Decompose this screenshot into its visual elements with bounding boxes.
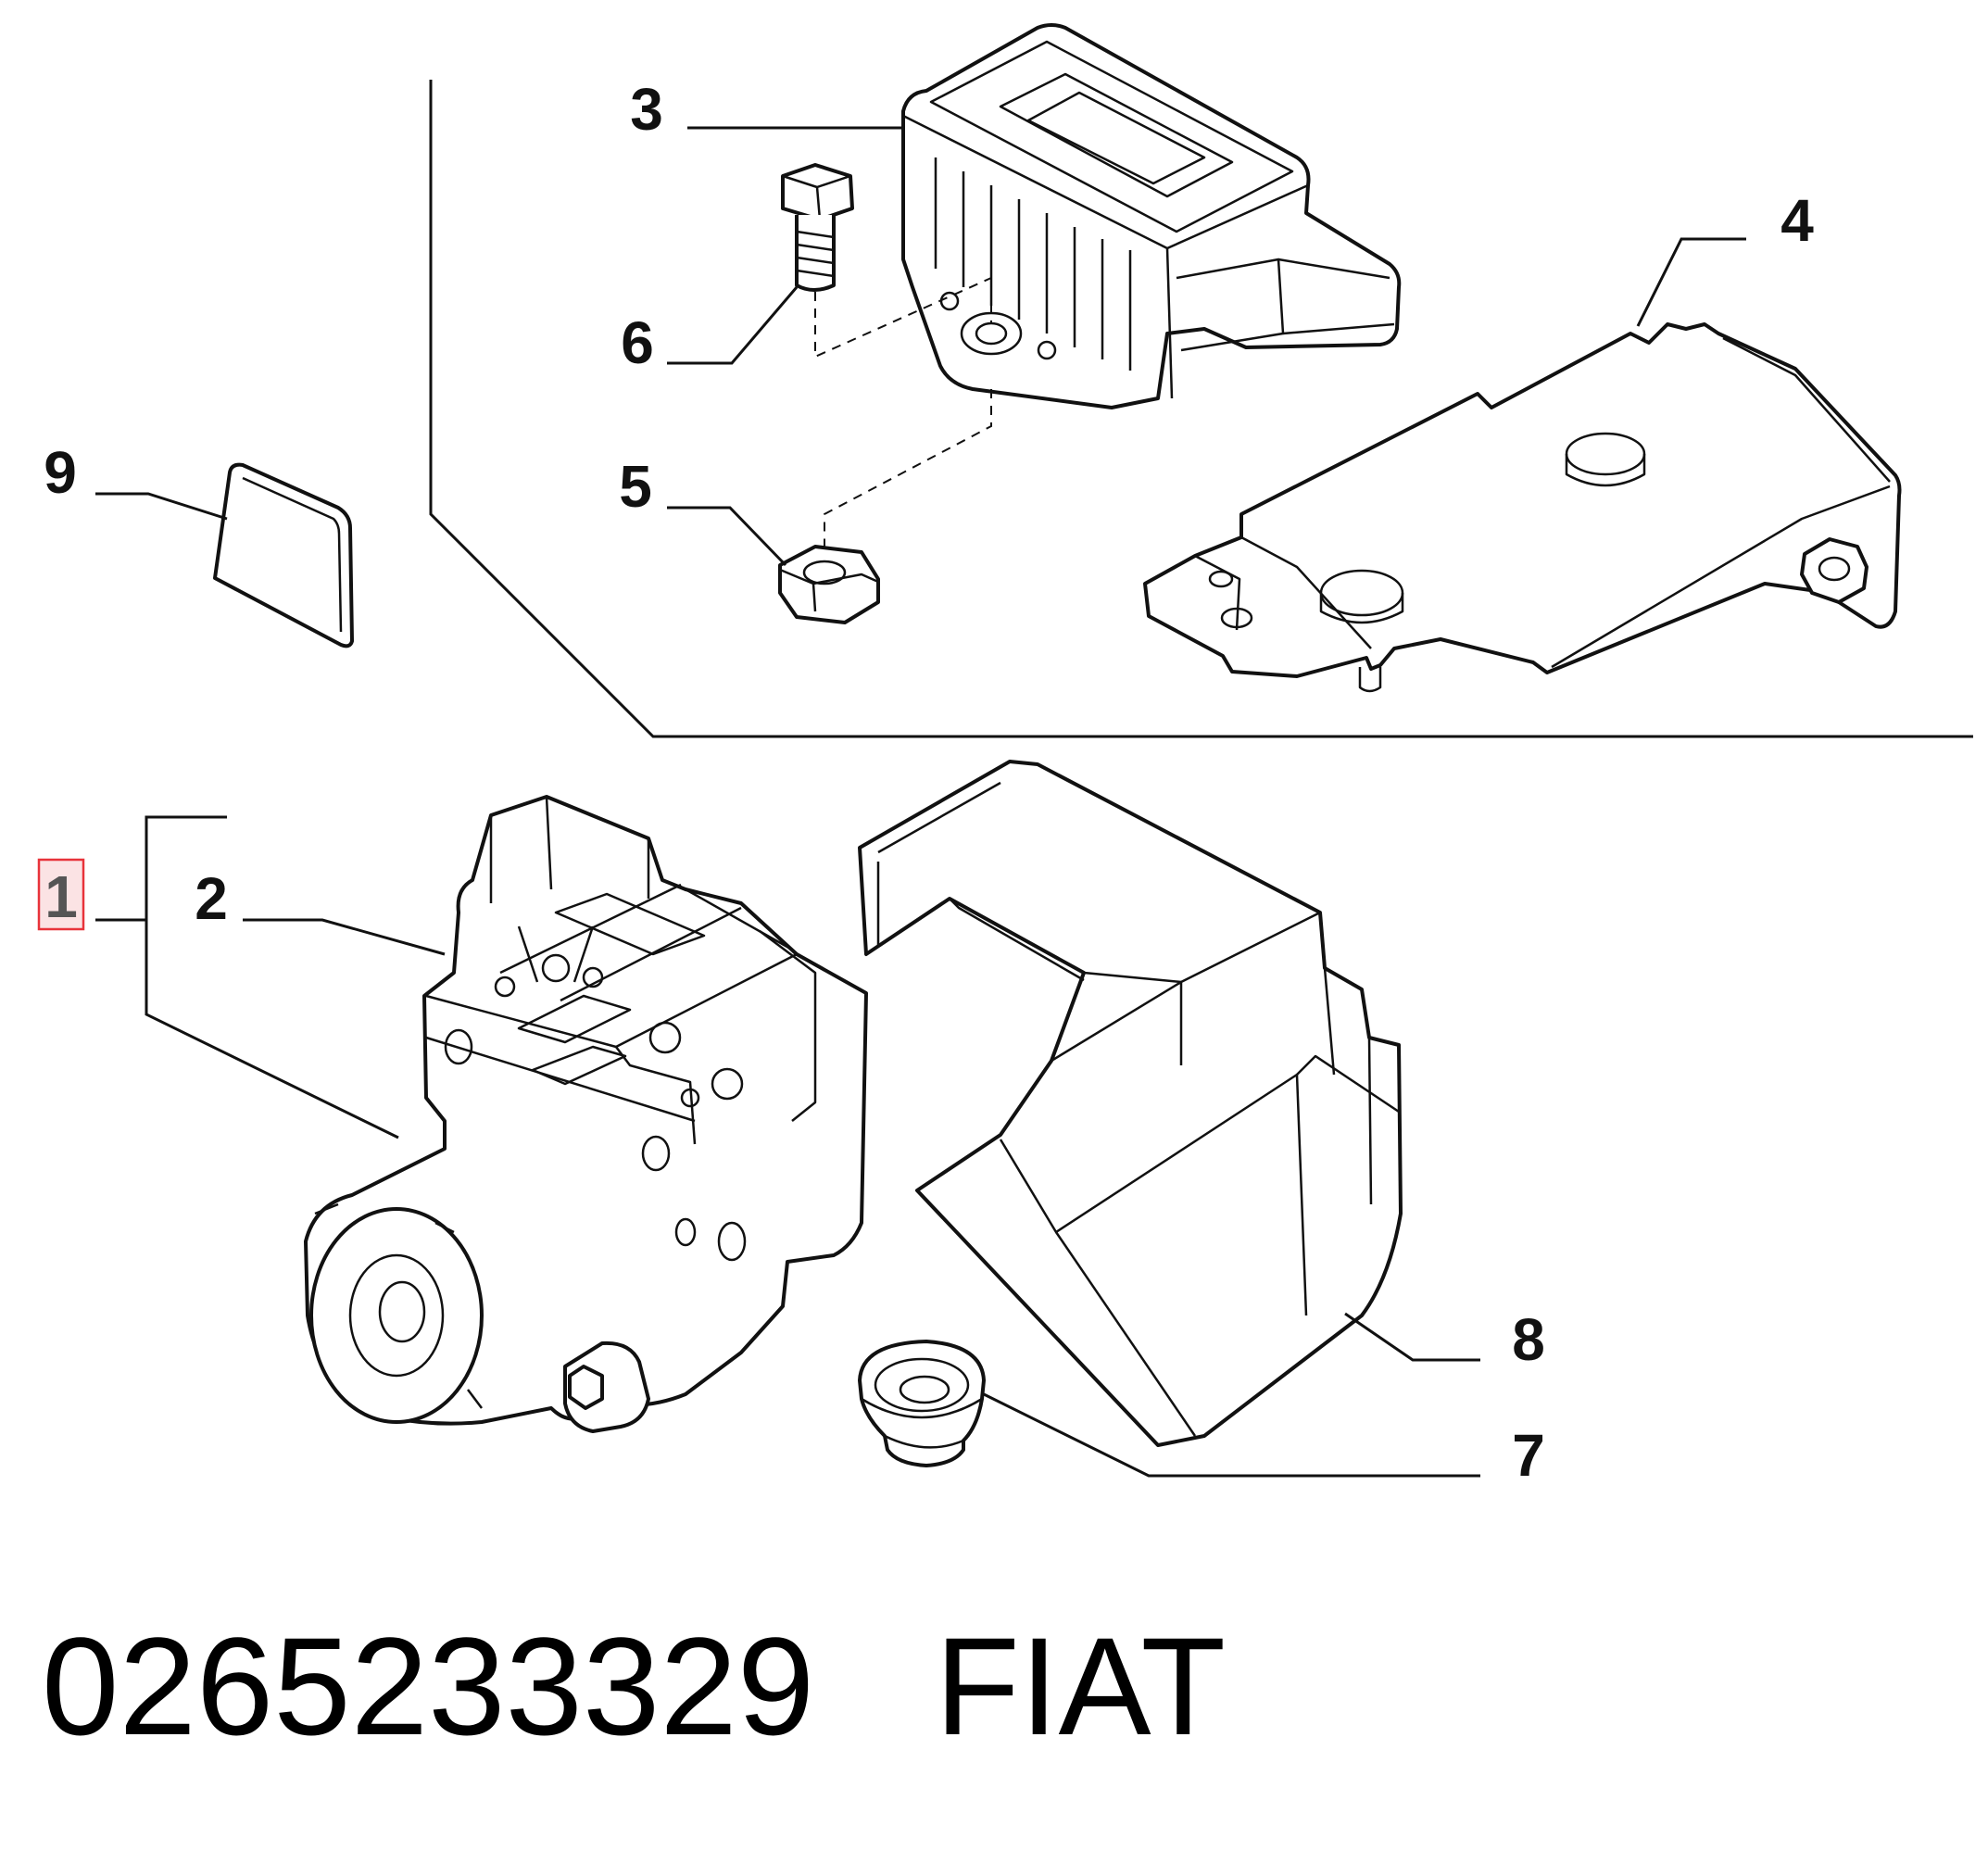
leader-2 [243, 918, 446, 956]
part-9-pad [213, 462, 354, 648]
callout-3: 3 [630, 76, 663, 143]
callout-7: 7 [1512, 1422, 1545, 1489]
assembly-line-nut [824, 389, 992, 560]
part-6-bolt [781, 163, 854, 292]
callout-5: 5 [619, 453, 652, 520]
leader-4 [1636, 237, 1746, 327]
part-8-cover [858, 760, 1403, 1447]
part-2-abs-unit [304, 795, 868, 1433]
leader-7 [983, 1392, 1480, 1478]
callout-9: 9 [44, 439, 77, 506]
callout-2: 2 [195, 865, 228, 932]
callout-1: 1 [44, 863, 78, 930]
callout-6: 6 [621, 309, 654, 376]
callout-4: 4 [1780, 187, 1814, 254]
upper-frame-line [429, 80, 1973, 738]
callout-8: 8 [1512, 1306, 1545, 1373]
part-4-bracket [1143, 322, 1902, 693]
part-7-grommet [858, 1340, 986, 1467]
leader-9 [95, 492, 228, 521]
leader-1-bracket [145, 815, 399, 1139]
part-3-sensor [901, 23, 1402, 409]
leader-6 [667, 286, 799, 365]
brand-name: FIAT [935, 1608, 1227, 1764]
part-5-nut [778, 545, 880, 624]
part-number: 0265233329 [42, 1608, 815, 1764]
leader-8 [1344, 1312, 1480, 1362]
leader-5 [667, 506, 787, 567]
callout-1-highlight [37, 858, 85, 931]
